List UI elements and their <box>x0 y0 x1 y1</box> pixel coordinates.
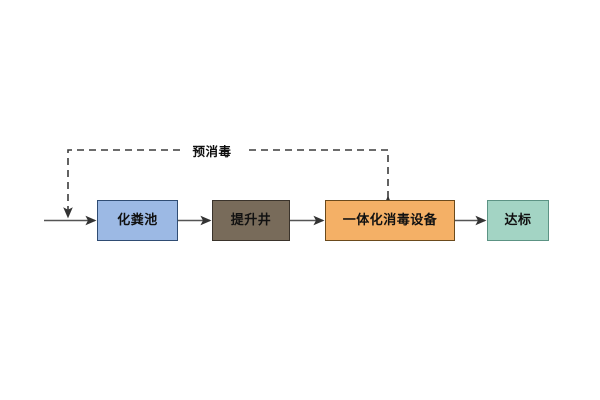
node-compliant[interactable]: 达标 <box>487 200 549 241</box>
node-lift-well-label: 提升井 <box>230 213 272 228</box>
node-septic-tank[interactable]: 化粪池 <box>97 200 178 241</box>
node-septic-tank-label: 化粪池 <box>117 213 158 228</box>
node-compliant-label: 达标 <box>504 213 532 228</box>
node-integrated-disinfection[interactable]: 一体化消毒设备 <box>325 200 455 241</box>
feedback-line-label-text: 预消毒 <box>192 143 232 159</box>
dashed-feedback-line-left-segment <box>63 149 180 219</box>
feedback-line-label: 预消毒 <box>180 140 244 160</box>
node-lift-well[interactable]: 提升井 <box>212 200 290 241</box>
dashed-feedback-line-right-segment <box>244 149 393 207</box>
node-integrated-disinfection-label: 一体化消毒设备 <box>342 213 438 228</box>
